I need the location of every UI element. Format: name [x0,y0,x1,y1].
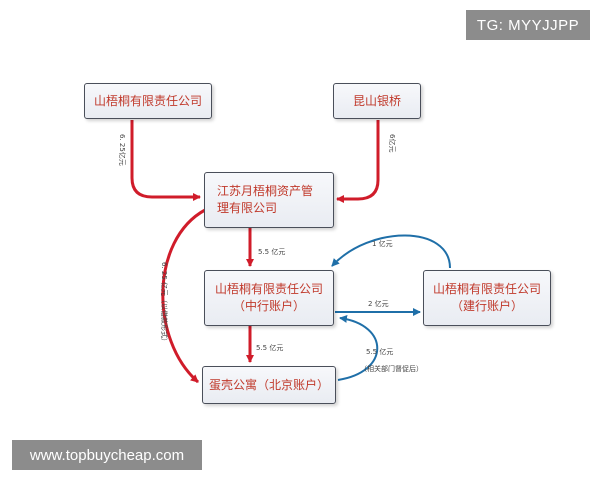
label-right-to-middle: 1 亿元 [372,239,393,248]
label-middle-to-bottom: 5.5 亿元 [256,343,283,352]
node-text-line-2: 理有限公司 [217,201,278,215]
node-danke-beijing: 蛋壳公寓（北京账户） [202,366,336,404]
node-kunshan-yinqiao: 昆山银桥 [333,83,421,119]
edge-topleft-to-center [130,120,201,201]
node-text: 山梧桐有限责任公司 [93,93,202,108]
label-middle-to-right: 2 亿元 [368,299,389,308]
edge-topright-to-center [336,120,380,203]
node-text-line-1: 江苏月梧桐资产管 [217,184,314,198]
watermark-badge-bottom: www.topbuycheap.com [12,440,202,470]
node-ccb-account: 山梧桐有限责任公司 （建行账户） [423,270,551,326]
node-text: 蛋壳公寓（北京账户） [208,377,329,392]
node-text: 昆山银桥 [352,93,401,108]
node-text-line-1: 山梧桐有限责任公司 [432,282,541,296]
node-text-line-2: （建行账户） [450,299,523,313]
node-text-line-1: 山梧桐有限责任公司 [214,282,323,296]
node-top-left-company: 山梧桐有限责任公司 [84,83,212,119]
label-center-to-middle: 5.5 亿元 [258,247,285,256]
node-text-line-2: （中行账户） [232,299,305,313]
edge-right-to-middle [331,234,451,269]
edge-center-to-bottom [161,208,206,384]
label-bottom-to-middle-amount: 5.5 亿元 [366,347,393,356]
watermark-badge-top: TG: MYYJJPP [466,10,590,40]
edge-bottom-to-middle [337,315,379,381]
node-jiangsu-asset-mgmt: 江苏月梧桐资产管 理有限公司 [204,172,334,228]
label-center-to-bottom: 6. 25 亿元（以借款形式） [160,262,169,345]
label-topright-to-center: 6亿元 [388,134,397,152]
node-boc-account: 山梧桐有限责任公司 （中行账户） [204,270,334,326]
label-topleft-to-center: 6. 25亿元 [118,134,127,166]
label-bottom-to-middle-note: （相关部门督促后） [360,364,423,373]
